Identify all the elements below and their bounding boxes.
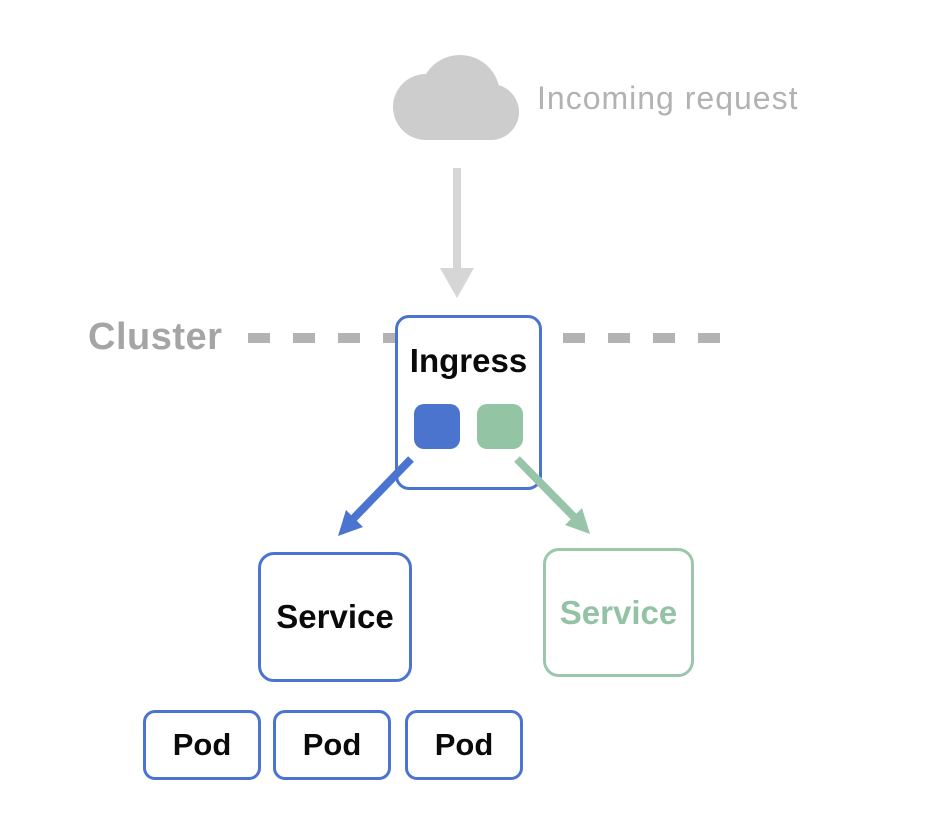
pod-2-label: Pod [302, 727, 362, 762]
incoming-request-label: Incoming request [537, 80, 799, 116]
ingress-route-swatches [414, 404, 523, 449]
service-node-green: Service [543, 548, 694, 677]
down-arrow-icon [440, 168, 474, 298]
pod-node-3: Pod [405, 710, 523, 780]
pod-node-1: Pod [143, 710, 261, 780]
pod-node-2: Pod [273, 710, 391, 780]
green-route-swatch [477, 404, 523, 449]
service-blue-label: Service [276, 598, 394, 635]
service-node-blue: Service [258, 552, 412, 682]
cluster-label: Cluster [88, 316, 223, 358]
cloud-icon [393, 55, 519, 140]
blue-route-swatch [414, 404, 460, 449]
ingress-node: Ingress [395, 315, 542, 490]
pod-3-label: Pod [434, 727, 494, 762]
ingress-node-label: Ingress [409, 342, 528, 379]
service-green-label: Service [559, 593, 678, 631]
pod-1-label: Pod [172, 727, 232, 762]
